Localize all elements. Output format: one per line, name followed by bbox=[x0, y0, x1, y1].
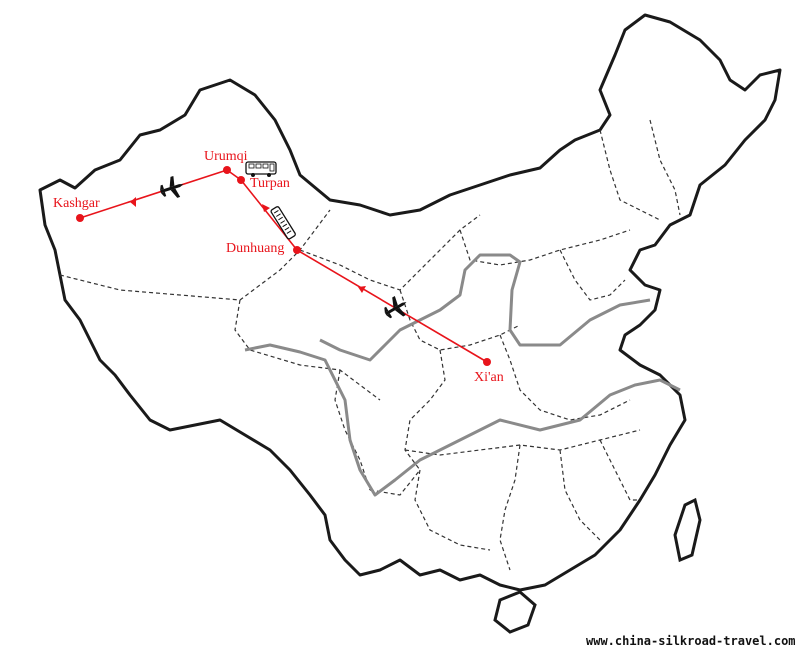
city-dot-kashgar bbox=[76, 214, 84, 222]
bus-icon bbox=[245, 161, 277, 177]
taiwan-island bbox=[673, 497, 702, 563]
yellow-river bbox=[319, 253, 651, 362]
city-dot-xian bbox=[483, 358, 491, 366]
china-outline bbox=[38, 13, 782, 592]
city-label-urumqi: Urumqi bbox=[204, 149, 248, 164]
train-icon bbox=[270, 206, 296, 240]
city-dot-dunhuang bbox=[293, 246, 301, 254]
route-arrow-icon bbox=[358, 286, 366, 293]
city-label-turpan: Turpan bbox=[250, 176, 290, 191]
city-label-kashgar: Kashgar bbox=[53, 196, 100, 211]
rivers bbox=[244, 253, 681, 497]
city-points bbox=[76, 166, 491, 366]
city-dot-turpan bbox=[237, 176, 245, 184]
watermark-url: www.china-silkroad-travel.com bbox=[586, 634, 796, 648]
route-arrow-icon bbox=[262, 204, 270, 212]
yangtze-river bbox=[244, 343, 681, 497]
route-arrows bbox=[130, 197, 366, 293]
plane-icon bbox=[384, 295, 407, 319]
city-label-xian: Xi'an bbox=[474, 370, 504, 385]
city-label-dunhuang: Dunhuang bbox=[226, 241, 284, 256]
route-kashgar-urumqi bbox=[79, 169, 228, 219]
route-arrow-icon bbox=[130, 197, 136, 207]
hainan-island bbox=[493, 590, 537, 634]
city-dot-urumqi bbox=[223, 166, 231, 174]
route-dunhuang-xian bbox=[296, 249, 488, 363]
plane-icon bbox=[160, 175, 184, 198]
